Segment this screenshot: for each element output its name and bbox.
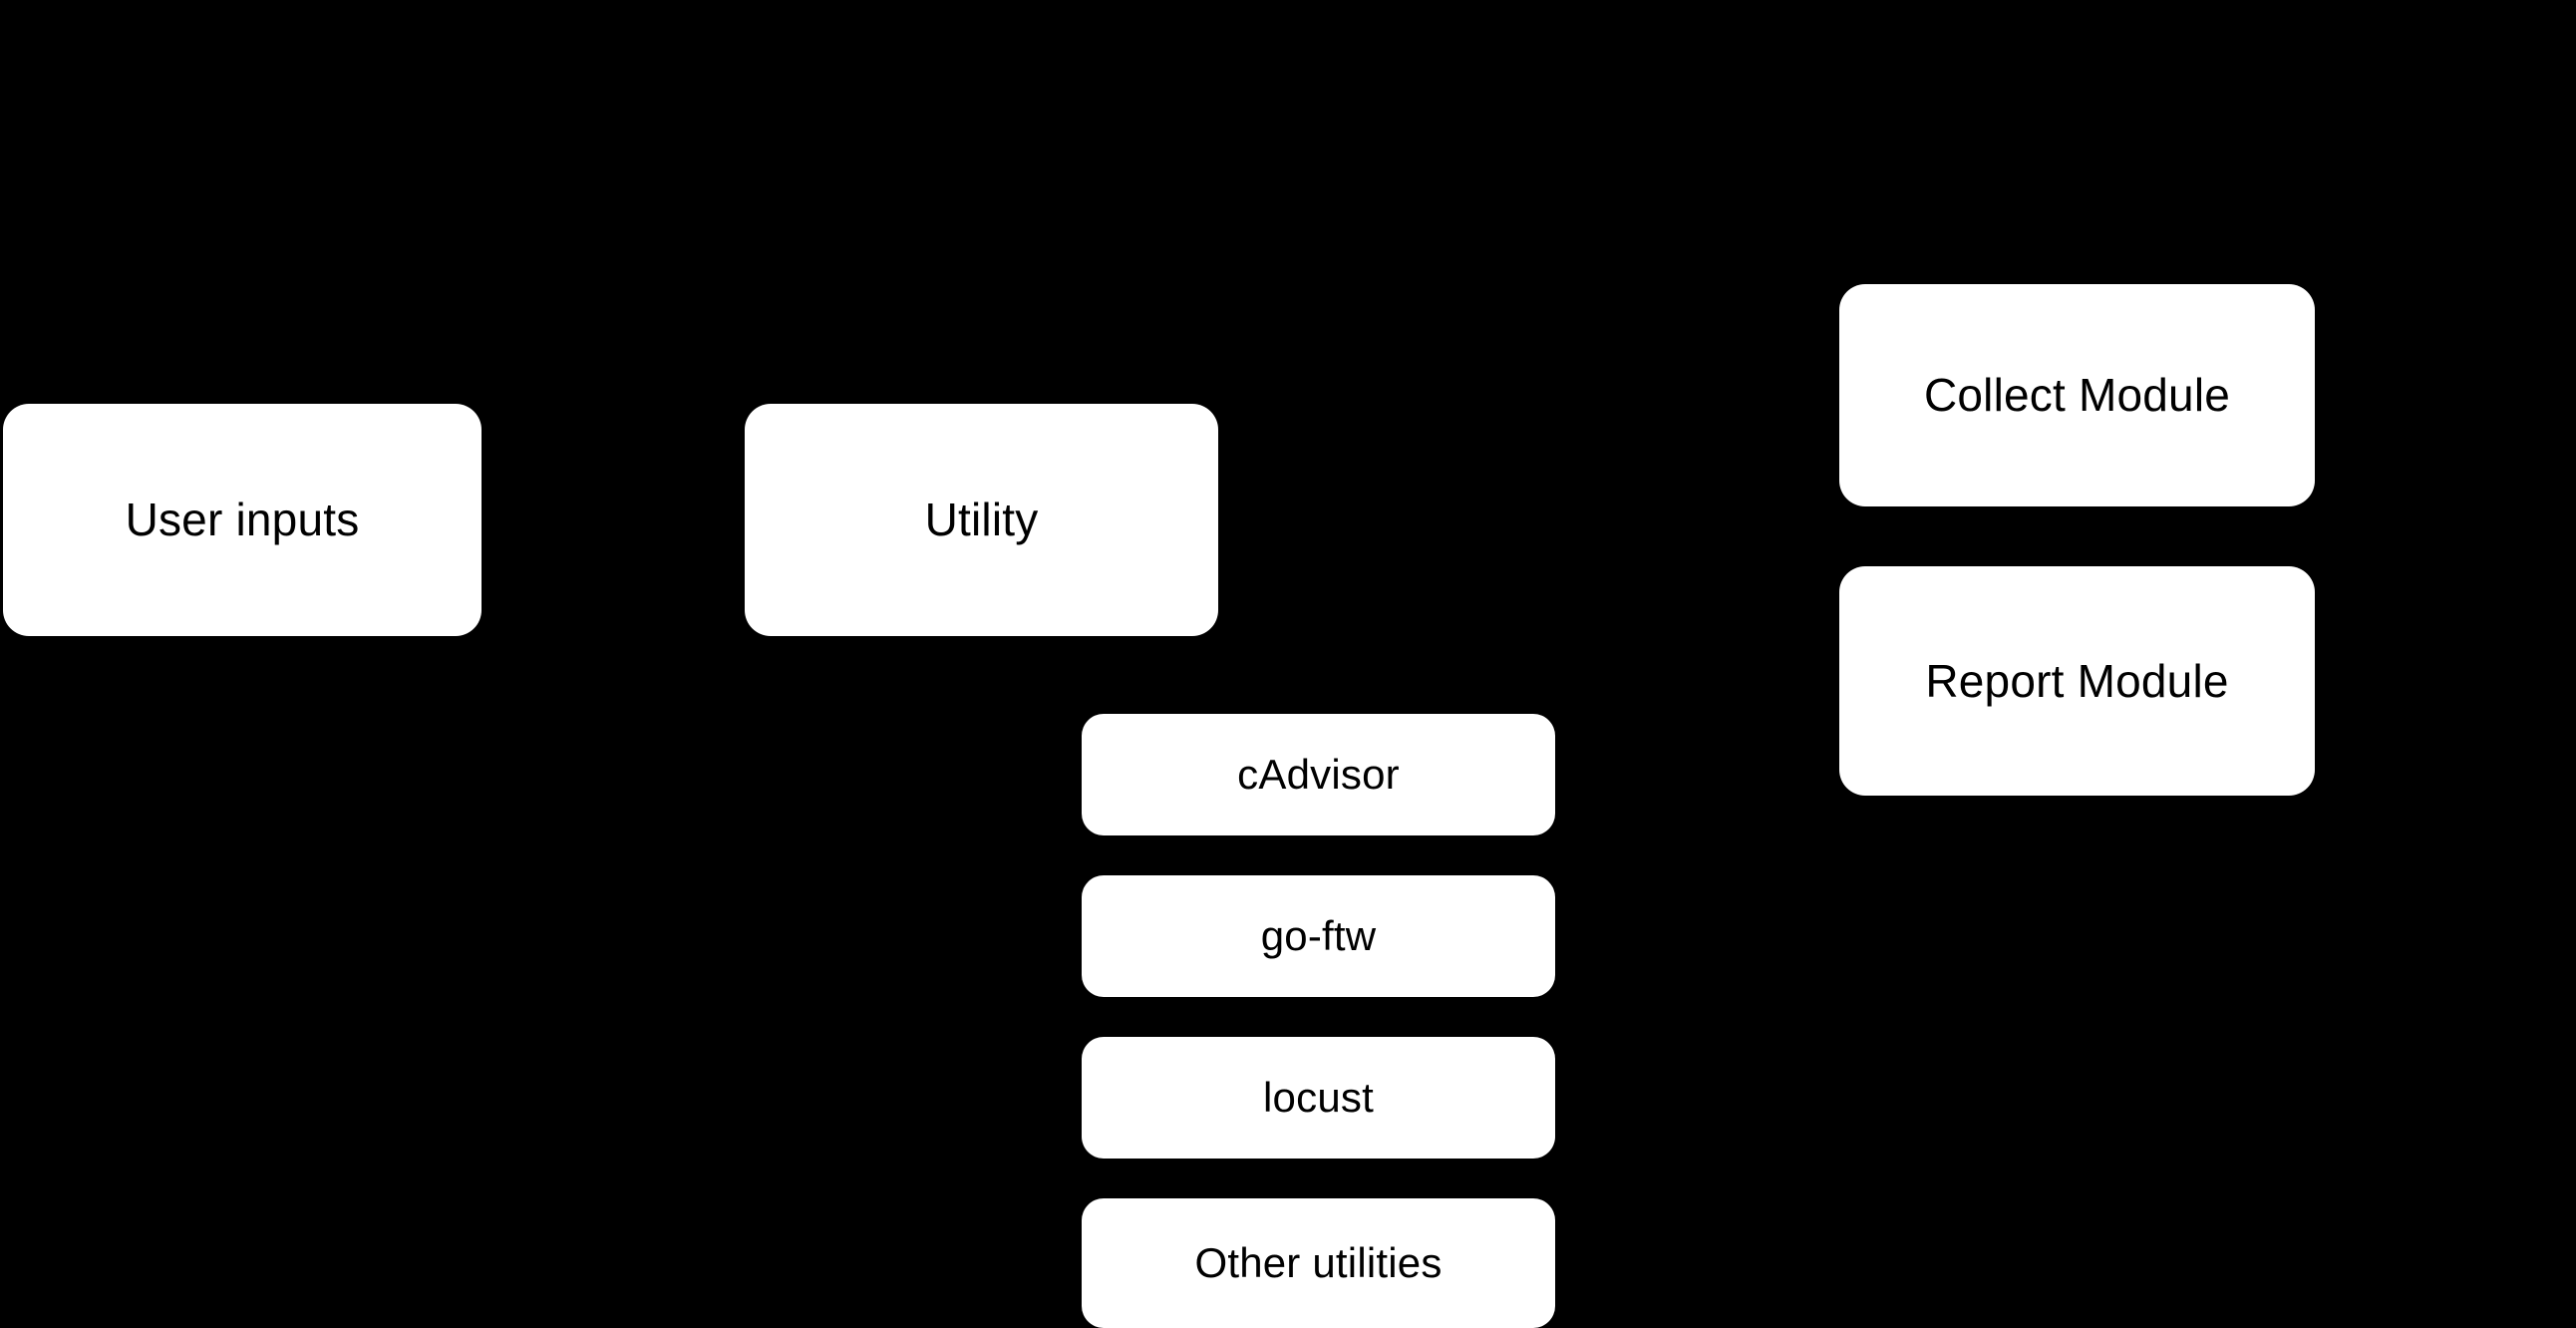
node-locust[interactable]: locust <box>1082 1037 1555 1159</box>
node-cadvisor[interactable]: cAdvisor <box>1082 714 1555 835</box>
node-other-utilities-label: Other utilities <box>1194 1238 1443 1286</box>
node-go-ftw[interactable]: go-ftw <box>1082 875 1555 997</box>
node-report-module-label: Report Module <box>1925 654 2229 707</box>
node-go-ftw-label: go-ftw <box>1260 911 1377 959</box>
node-cadvisor-label: cAdvisor <box>1237 750 1400 798</box>
node-utility-label: Utility <box>924 494 1039 546</box>
node-locust-label: locust <box>1263 1073 1374 1121</box>
node-user-inputs-label: User inputs <box>125 494 360 546</box>
node-collect-module-label: Collect Module <box>1923 369 2231 422</box>
node-collect-module[interactable]: Collect Module <box>1839 284 2315 506</box>
node-report-module[interactable]: Report Module <box>1839 566 2315 796</box>
node-utility[interactable]: Utility <box>745 404 1218 636</box>
node-user-inputs[interactable]: User inputs <box>3 404 482 636</box>
node-other-utilities[interactable]: Other utilities <box>1082 1198 1555 1328</box>
